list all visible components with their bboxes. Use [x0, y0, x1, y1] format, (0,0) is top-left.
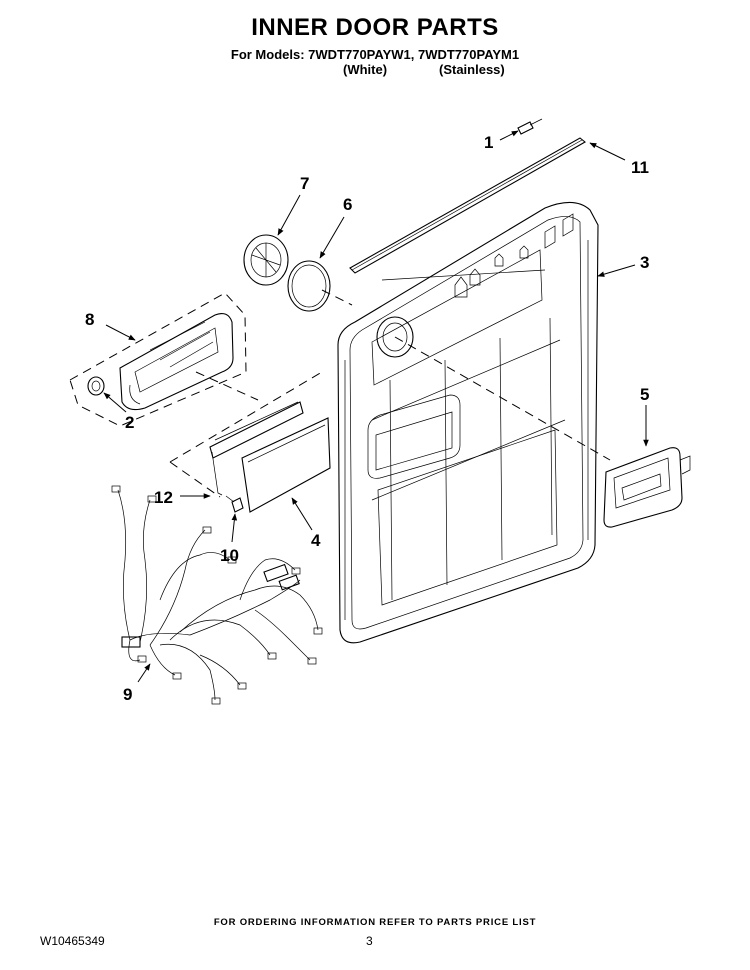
callout-2: 2: [125, 413, 134, 432]
callout-3: 3: [640, 253, 649, 272]
callout-11: 11: [631, 158, 649, 177]
leader-6: [319, 216, 345, 259]
vent-cover: [243, 234, 289, 286]
ordering-note: FOR ORDERING INFORMATION REFER TO PARTS …: [213, 917, 537, 928]
page-number: 3: [366, 934, 373, 948]
leader-10: [231, 513, 238, 543]
inner-door-panel: [337, 201, 599, 644]
door-seal-strip: [349, 137, 586, 274]
leader-3: [597, 264, 636, 277]
leader-1: [499, 130, 519, 141]
leader-2: [103, 392, 127, 413]
vent-knob: [87, 376, 105, 396]
detergent-dispenser: [603, 447, 691, 528]
wire-harness: [111, 485, 323, 705]
leader-4: [291, 497, 313, 531]
screw: [517, 118, 543, 135]
callout-12: 12: [154, 488, 173, 507]
vent-gasket-ring: [287, 260, 331, 312]
leader-11: [589, 142, 626, 161]
callout-10: 10: [220, 546, 239, 565]
variant-white: (White): [343, 62, 388, 77]
alignment-guide: [321, 289, 353, 306]
vent-assembly: [69, 292, 247, 427]
callout-6: 6: [343, 195, 352, 214]
callout-5: 5: [640, 385, 649, 404]
callout-1: 1: [484, 133, 493, 152]
control-board: [209, 401, 304, 496]
alignment-guide: [195, 371, 259, 401]
model-numbers: For Models: 7WDT770PAYW1, 7WDT770PAYM1: [230, 47, 520, 62]
alignment-guide: [169, 461, 221, 498]
leader-7: [277, 194, 301, 236]
variant-stainless: (Stainless): [439, 62, 505, 77]
callout-8: 8: [85, 310, 94, 329]
leader-8: [105, 324, 136, 341]
callout-4: 4: [311, 531, 321, 550]
leader-9: [137, 663, 151, 683]
alignment-guide: [394, 336, 611, 461]
callout-9: 9: [123, 685, 132, 704]
mounting-screw: [225, 495, 244, 513]
callout-7: 7: [300, 174, 309, 193]
document-number: W10465349: [40, 934, 105, 948]
page-title: INNER DOOR PARTS: [251, 14, 499, 41]
control-board-cover: [241, 417, 331, 513]
